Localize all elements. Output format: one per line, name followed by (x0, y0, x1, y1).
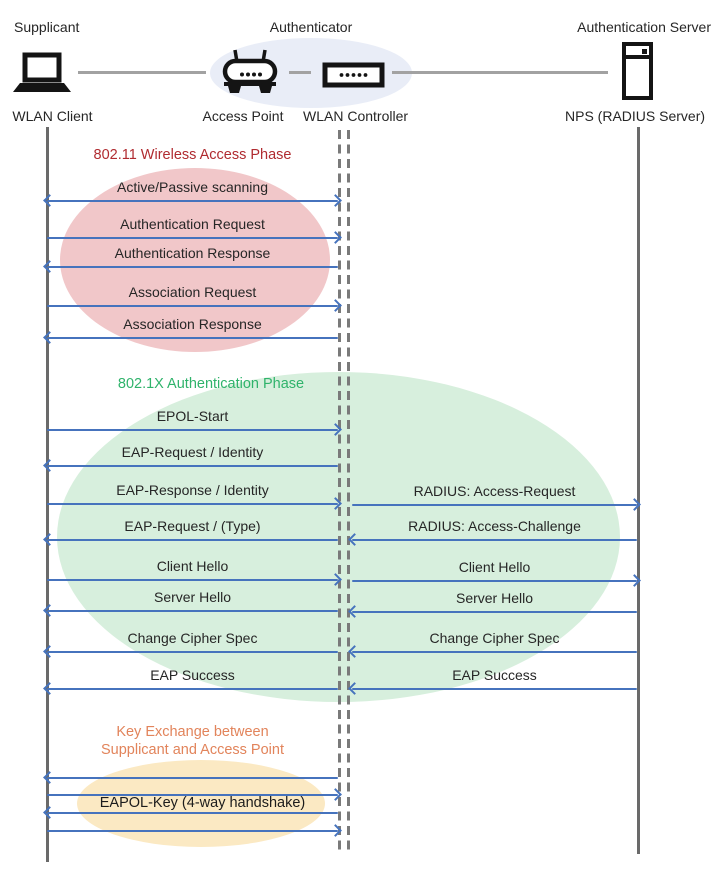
message-label: Association Response (123, 316, 262, 332)
arrow-line (352, 687, 637, 690)
msg-eapol-key-arrow-1 (43, 771, 339, 785)
device-label-wlan-controller: WLAN Controller (303, 108, 409, 124)
msg-eapol-key-arrow-4 (46, 824, 342, 838)
arrow-line (352, 503, 637, 506)
message-label: EAP-Response / Identity (116, 482, 269, 498)
lifeline-wlan-controller-dashed-2 (347, 130, 350, 854)
message-label: EPOL-Start (156, 408, 229, 424)
msg-eapol-key-arrow-3 (43, 806, 339, 820)
msg-eap-success-right: EAP Success (348, 667, 638, 696)
phase3-title-line1: Key Exchange between (116, 724, 269, 740)
message-label: Active/Passive scanning (117, 179, 268, 195)
arrow-line (47, 829, 338, 832)
msg-radius-access-challenge: RADIUS: Access-Challenge (348, 518, 638, 547)
message-label: EAP-Request / (Type) (124, 518, 261, 534)
arrow-line (47, 650, 338, 653)
msg-eapol-key-arrow-2 (46, 788, 342, 802)
msg-eap-request-identity: EAP-Request / Identity (43, 444, 339, 473)
connector-line (392, 71, 608, 74)
msg-client-hello-left: Client Hello (46, 558, 342, 587)
lifeline-wlan-client (46, 127, 49, 862)
message-label: Authentication Response (114, 245, 271, 261)
msg-active-passive-scanning: Active/Passive scanning (43, 179, 342, 208)
msg-eap-request-type: EAP-Request / (Type) (43, 518, 339, 547)
message-label: Client Hello (458, 559, 531, 575)
arrow-line (47, 776, 338, 779)
arrow-line (47, 578, 338, 581)
message-label: Authentication Request (120, 216, 265, 232)
actor-title-authenticator: Authenticator (269, 19, 353, 35)
arrow-line (47, 464, 338, 467)
lifeline-wlan-controller-dashed-1 (338, 130, 341, 854)
msg-association-request: Association Request (46, 284, 342, 313)
message-label: EAP Success (150, 667, 235, 683)
arrow-line (352, 610, 637, 613)
message-label: Association Request (128, 284, 257, 300)
arrow-line (352, 538, 637, 541)
arrow-line (47, 811, 338, 814)
arrow-line (352, 650, 637, 653)
phase1-title: 802.11 Wireless Access Phase (93, 147, 292, 163)
msg-authentication-request: Authentication Request (46, 216, 342, 245)
phase3-title: Key Exchange between Supplicant and Acce… (46, 723, 339, 759)
connector-line (289, 71, 311, 74)
arrow-line (47, 428, 338, 431)
access-point-icon (218, 48, 282, 94)
device-label-access-point: Access Point (202, 108, 284, 124)
arrow-line (47, 538, 338, 541)
message-label: Server Hello (153, 589, 232, 605)
msg-server-hello-left: Server Hello (43, 589, 339, 618)
message-label: Change Cipher Spec (429, 630, 560, 646)
wlan-controller-icon (322, 62, 385, 88)
eapol-key-label: EAPOL-Key (4-way handshake) (99, 795, 306, 811)
lifeline-nps (637, 127, 640, 854)
arrow-line (47, 502, 338, 505)
phase3-title-line2: Supplicant and Access Point (101, 742, 284, 758)
phase1-ellipse (60, 168, 330, 352)
arrow-line (47, 236, 338, 239)
arrow-line (47, 199, 338, 202)
msg-change-cipher-spec-right: Change Cipher Spec (348, 630, 638, 659)
actor-title-authentication-server: Authentication Server (577, 19, 711, 35)
message-label: Change Cipher Spec (127, 630, 258, 646)
msg-eap-response-identity: EAP-Response / Identity (46, 482, 342, 511)
msg-server-hello-right: Server Hello (348, 590, 638, 619)
message-label: RADIUS: Access-Request (413, 483, 576, 499)
message-label: RADIUS: Access-Challenge (408, 518, 581, 534)
msg-authentication-response: Authentication Response (43, 245, 339, 274)
message-label: Server Hello (455, 590, 534, 606)
arrow-line (47, 609, 338, 612)
device-label-nps: NPS (RADIUS Server) (565, 108, 706, 124)
arrow-line (47, 304, 338, 307)
message-label: EAP-Request / Identity (121, 444, 264, 460)
connector-line (78, 71, 206, 74)
arrow-line (47, 793, 338, 796)
arrow-line (47, 265, 338, 268)
actor-title-supplicant: Supplicant (14, 19, 80, 35)
device-label-wlan-client: WLAN Client (12, 108, 93, 124)
arrow-line (47, 336, 338, 339)
msg-eap-success-left: EAP Success (43, 667, 339, 696)
message-label: Client Hello (156, 558, 229, 574)
server-icon (622, 42, 653, 100)
phase3-ellipse (77, 760, 325, 847)
msg-client-hello-right: Client Hello (351, 559, 641, 588)
message-label: EAP Success (452, 667, 537, 683)
msg-change-cipher-spec-left: Change Cipher Spec (43, 630, 339, 659)
phase2-title: 802.1X Authentication Phase (117, 376, 305, 392)
msg-radius-access-request: RADIUS: Access-Request (351, 483, 641, 512)
msg-association-response: Association Response (43, 316, 339, 345)
arrow-line (352, 579, 637, 582)
arrow-line (47, 687, 338, 690)
laptop-icon (12, 52, 72, 94)
msg-epol-start: EPOL-Start (46, 408, 342, 437)
